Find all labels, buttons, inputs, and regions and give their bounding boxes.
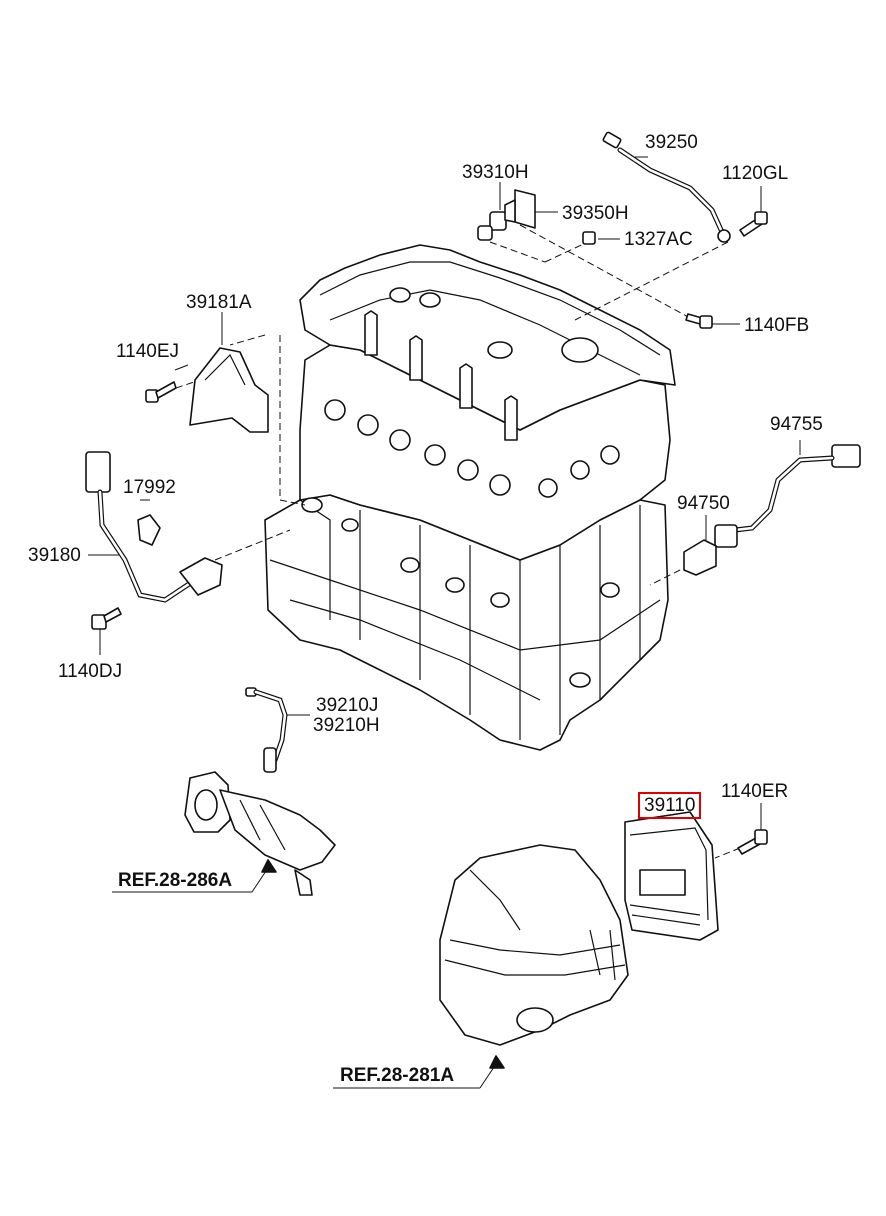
part-1327AC-nut — [582, 231, 596, 245]
label-1140FB: 1140FB — [744, 315, 810, 336]
label-39310H: 39310H — [462, 162, 529, 183]
label-39250: 39250 — [645, 132, 698, 153]
part-39250-sensor — [602, 131, 731, 243]
part-39110-ecu — [624, 811, 719, 941]
part-1140ER-bolt — [737, 829, 768, 855]
label-39181A: 39181A — [186, 292, 252, 313]
part-94750-sensor — [683, 539, 717, 576]
part-39180-sensor — [85, 451, 223, 603]
engine-assembly — [264, 244, 676, 751]
part-39210-oxygen-sensor — [245, 687, 288, 773]
part-17992-clip — [137, 514, 161, 546]
part-1120GL-bolt — [739, 211, 768, 237]
label-1140DJ: 1140DJ — [58, 661, 123, 682]
label-1120GL: 1120GL — [722, 163, 789, 184]
label-1327AC: 1327AC — [624, 229, 693, 250]
exhaust-catalytic-converter — [184, 771, 336, 896]
label-94750: 94750 — [677, 493, 730, 514]
label-17992: 17992 — [123, 477, 176, 498]
part-39181A-shield — [189, 347, 269, 433]
leader-lines — [88, 156, 801, 1089]
label-1140EJ: 1140EJ — [116, 341, 180, 362]
ref-28-281A[interactable]: REF.28-281A — [340, 1065, 455, 1086]
part-1140FB-bolt — [685, 313, 713, 329]
label-1140ER: 1140ER — [721, 781, 789, 802]
label-39210H: 39210H — [313, 715, 380, 736]
part-39350H-bracket — [504, 189, 536, 229]
label-39180: 39180 — [28, 545, 81, 566]
label-94755: 94755 — [770, 414, 823, 435]
part-1140EJ-bolt — [145, 381, 177, 403]
ref-28-286A[interactable]: REF.28-286A — [118, 870, 233, 891]
label-39210J: 39210J — [316, 695, 379, 716]
part-94755-harness — [714, 444, 861, 548]
part-39310H-sensor — [477, 211, 507, 241]
air-cleaner-assembly — [439, 844, 629, 1046]
part-1140DJ-bolt — [91, 607, 122, 630]
label-39350H: 39350H — [562, 203, 629, 224]
label-39110-highlighted[interactable]: 39110 — [638, 792, 702, 819]
